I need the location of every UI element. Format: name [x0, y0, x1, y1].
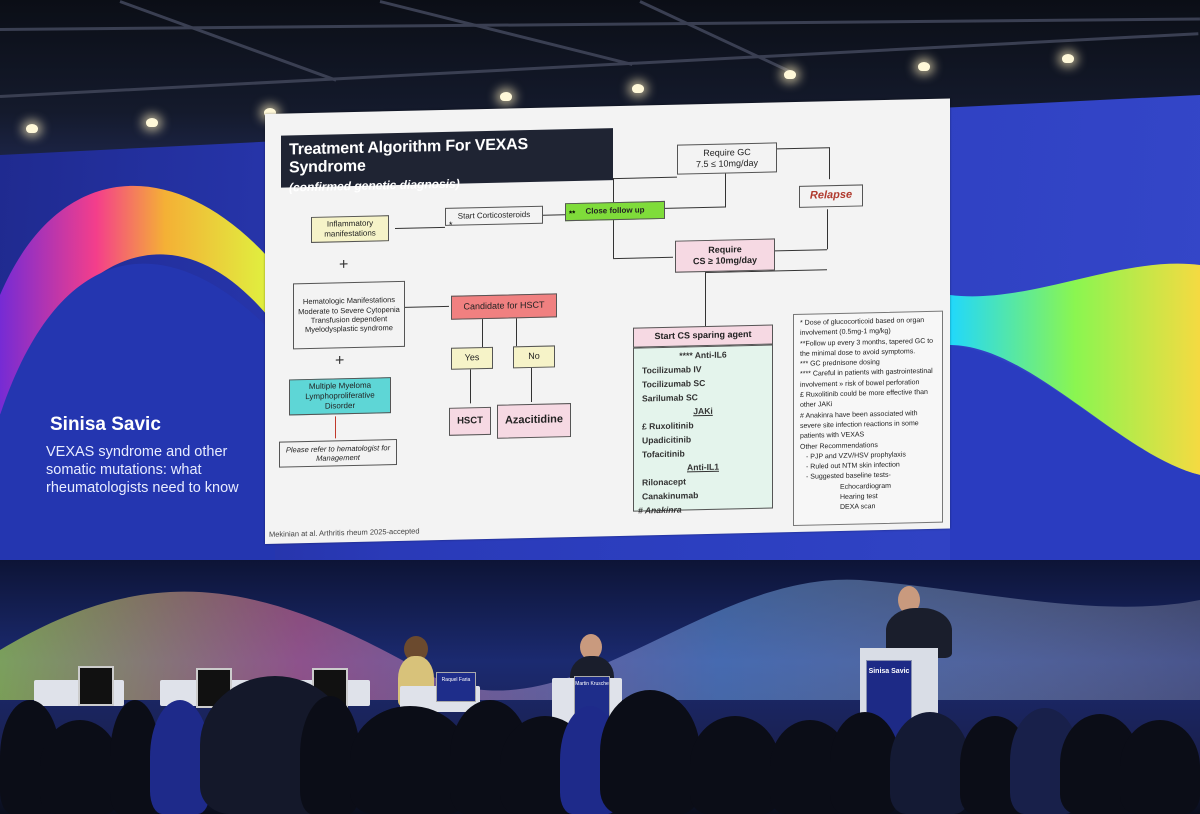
flow-arrow — [613, 256, 673, 260]
candidate-hsct-box: Candidate for HSCT — [451, 293, 557, 320]
slide-title-bar: Treatment Algorithm For VEXAS Syndrome (… — [281, 128, 613, 194]
flow-arrow — [665, 206, 725, 209]
flow-arrow — [335, 416, 336, 439]
flow-arrow — [775, 249, 827, 252]
flow-arrow — [395, 226, 445, 230]
flow-line — [777, 147, 829, 150]
require-gc-box: Require GC 7.5 ≤ 10mg/day — [677, 142, 777, 175]
flow-arrow — [613, 176, 677, 180]
speaker-name: Sinisa Savic — [50, 414, 161, 435]
stage-light — [1062, 54, 1074, 63]
talk-title: VEXAS syndrome and other somatic mutatio… — [46, 444, 239, 496]
flow-arrow — [531, 367, 532, 402]
slide-title: Treatment Algorithm For VEXAS Syndrome — [289, 136, 528, 177]
inflammatory-box: Inflammatory manifestations — [311, 215, 389, 243]
slide-subtitle: (confirmed genetic diagnosis) — [289, 176, 460, 195]
speaker-head — [898, 586, 920, 614]
list-item: Upadicitinib — [642, 434, 692, 446]
footnote: DEXA scan — [840, 503, 876, 512]
list-item: Tocilizumab SC — [642, 378, 706, 390]
truss-beam — [0, 32, 1199, 98]
citation: Mekinian at al. Arthritis rheum 2025-acc… — [269, 526, 420, 539]
audience-member — [600, 690, 700, 814]
stage-light — [264, 108, 276, 117]
list-item: Tocilizumab IV — [642, 364, 702, 376]
list-item: Canakinumab — [642, 490, 699, 502]
nameplate: Raquel Faria — [436, 672, 476, 702]
refer-hematologist-box: Please refer to hematologist for Managem… — [279, 439, 397, 468]
close-follow-up-box: Close follow up — [565, 200, 665, 222]
double-star-marker: ** — [569, 208, 576, 219]
flow-arrow — [829, 147, 830, 180]
audience-member — [890, 712, 970, 814]
stage-light — [26, 124, 38, 133]
flow-line — [516, 318, 517, 347]
truss-beam — [119, 0, 337, 82]
jaki-heading: JAKi — [693, 405, 713, 417]
stage-light — [632, 84, 644, 93]
audience-member — [690, 716, 780, 814]
anti-il6-heading: **** Anti-IL6 — [679, 349, 727, 361]
list-footer: # Anakinra — [638, 504, 682, 516]
no-box: No — [513, 345, 555, 369]
audience-member — [40, 720, 120, 814]
stage-light — [918, 62, 930, 71]
require-cs-box: Require CS ≥ 10mg/day — [675, 238, 775, 273]
flow-line — [482, 319, 483, 348]
truss-beam — [379, 0, 633, 66]
start-corticosteroids-box: Start Corticosteroids — [445, 205, 543, 226]
list-item: Tofacitinib — [642, 448, 685, 460]
list-item: £ Ruxolitinib — [642, 420, 694, 432]
audience-member — [1120, 720, 1200, 814]
stage-light — [146, 118, 158, 127]
myeloma-box: Multiple Myeloma Lymphoproliferative Dis… — [289, 377, 391, 416]
flow-arrow — [470, 369, 471, 404]
list-item: Sarilumab SC — [642, 392, 698, 404]
truss-beam — [639, 0, 795, 75]
rainbow-wave-graphic — [0, 185, 1200, 565]
projection-screen — [0, 95, 1200, 565]
plus-sign: + — [339, 256, 349, 274]
audience-member — [830, 712, 900, 814]
single-star-marker: * — [449, 219, 453, 230]
desk-monitor — [78, 666, 114, 706]
plus-sign: + — [335, 352, 345, 370]
podium-label: Sinisa Savic — [868, 668, 910, 675]
sparing-agents-list: **** Anti-IL6 Tocilizumab IV Tocilizumab… — [633, 344, 773, 516]
panelist-head — [580, 634, 602, 660]
flow-line — [705, 271, 706, 327]
yes-box: Yes — [451, 346, 493, 370]
list-item: Rilonacept — [642, 476, 686, 488]
relapse-box: Relapse — [799, 184, 863, 208]
hematologic-box: Hematologic Manifestations Moderate to S… — [293, 280, 405, 350]
anti-il1-heading: Anti-IL1 — [687, 461, 719, 473]
footnote: # Anakinra have been associated with sev… — [800, 409, 919, 441]
flow-arrow — [405, 305, 449, 308]
flow-line — [827, 209, 828, 250]
stage-light — [500, 92, 512, 101]
hsct-box: HSCT — [449, 406, 491, 436]
footnotes-box: * Dose of glucocorticoid based on organ … — [793, 310, 943, 527]
flow-arrow — [543, 214, 565, 216]
azacitidine-box: Azacitidine — [497, 403, 571, 439]
stage-light — [784, 70, 796, 79]
slide: Treatment Algorithm For VEXAS Syndrome (… — [265, 98, 950, 545]
